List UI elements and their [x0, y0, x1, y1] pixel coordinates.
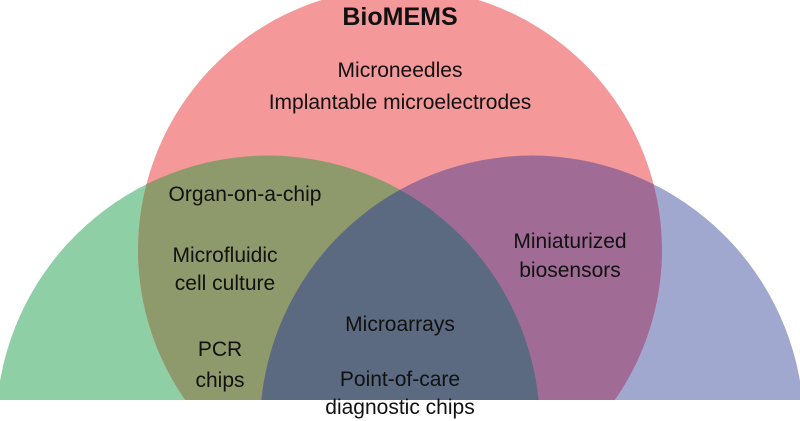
label-poc-2: diagnostic chips [325, 396, 475, 419]
label-biosensors-2: biosensors [519, 259, 621, 282]
label-implantable: Implantable microelectrodes [268, 91, 532, 114]
label-microneedles: Microneedles [337, 59, 463, 82]
label-poc-1: Point-of-care [339, 368, 461, 391]
label-microfluidic-2: cell culture [174, 272, 276, 295]
label-organ-on-chip: Organ-on-a-chip [168, 183, 322, 206]
label-microarrays: Microarrays [345, 313, 455, 336]
label-biosensors-1: Miniaturized [513, 230, 627, 253]
label-microfluidic-1: Microfluidic [172, 244, 278, 267]
diagram-title: BioMEMS [342, 3, 458, 31]
label-pcr-2: chips [195, 369, 245, 392]
label-pcr-1: PCR [197, 338, 243, 361]
venn-circles [0, 0, 800, 400]
